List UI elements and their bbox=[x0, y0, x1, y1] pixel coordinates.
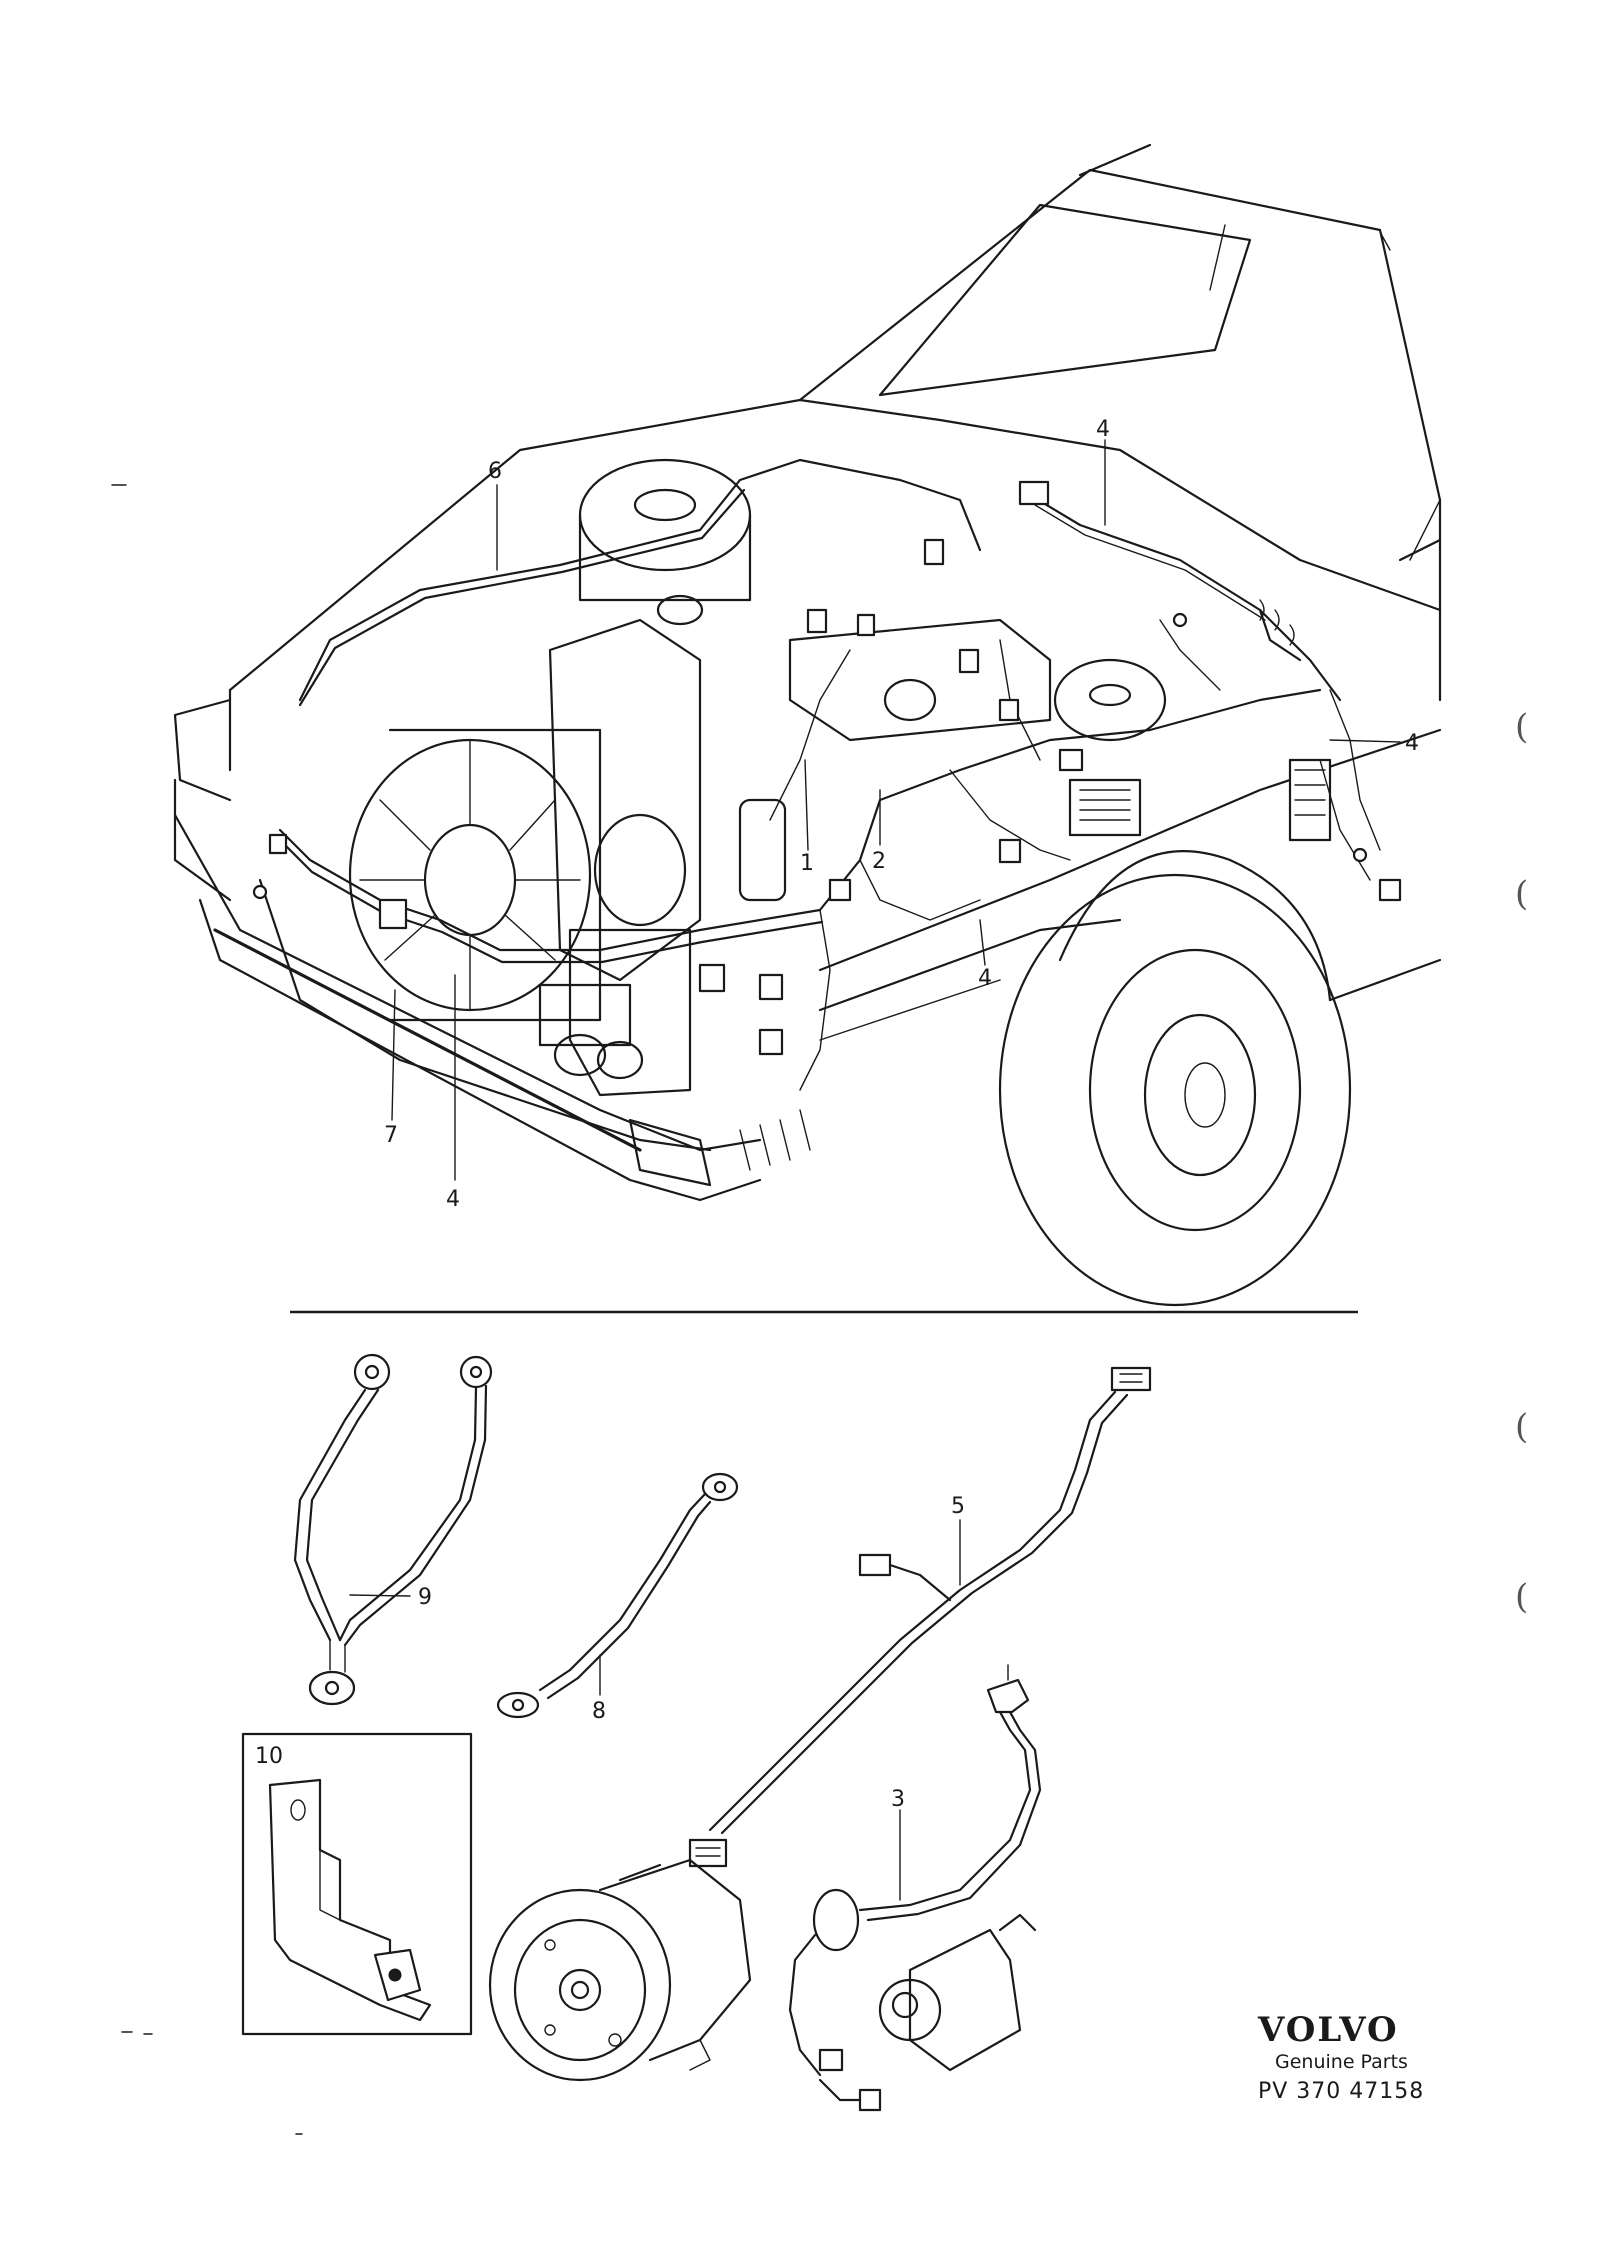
margin-mark-1: ( bbox=[1515, 707, 1528, 747]
callout-4-fender: 4 bbox=[978, 966, 992, 991]
margin-marks: ( ( ( ( bbox=[111, 484, 1528, 2135]
callout-8: 8 bbox=[592, 1699, 606, 1724]
ac-compressor-illustration bbox=[488, 1858, 752, 2082]
callout-10: 10 bbox=[255, 1744, 283, 1769]
callout-7: 7 bbox=[384, 1123, 398, 1148]
callout-group-top: 6 4 4 4 1 2 7 4 bbox=[384, 417, 1419, 1212]
callout-4-top: 4 bbox=[1096, 417, 1110, 442]
part-3-ac-sensor-harness: 3 bbox=[788, 1664, 1042, 2112]
margin-mark-2: ( bbox=[1515, 874, 1528, 914]
callout-4-bottom: 4 bbox=[446, 1187, 460, 1212]
callout-9: 9 bbox=[418, 1585, 432, 1610]
brand-tagline: Genuine Parts bbox=[1275, 2051, 1408, 2073]
car-body-illustration bbox=[173, 143, 1442, 1307]
part-8-battery-cable: 8 bbox=[496, 1472, 739, 1724]
margin-mark-3: ( bbox=[1515, 1407, 1528, 1447]
brand-logo: VOLVO bbox=[1257, 2010, 1399, 2050]
callout-2: 2 bbox=[872, 849, 886, 874]
reference-number: PV 370 47158 bbox=[1258, 2079, 1424, 2104]
callout-1: 1 bbox=[800, 851, 814, 876]
callout-4-right: 4 bbox=[1405, 731, 1419, 756]
ac-solenoid-illustration bbox=[878, 1913, 1037, 2072]
callout-3: 3 bbox=[891, 1787, 905, 1812]
wiring-harness-paths bbox=[252, 458, 1402, 1152]
margin-mark-4: ( bbox=[1515, 1577, 1528, 1617]
callout-6: 6 bbox=[488, 459, 502, 484]
footer-branding: VOLVO Genuine Parts PV 370 47158 bbox=[1257, 2010, 1424, 2104]
callout-5: 5 bbox=[951, 1494, 965, 1519]
part-10-bracket: 10 bbox=[241, 1732, 473, 2036]
part-9-ground-cable: 9 bbox=[293, 1353, 493, 1706]
part-5-extension-harness: 5 bbox=[688, 1366, 1152, 1868]
